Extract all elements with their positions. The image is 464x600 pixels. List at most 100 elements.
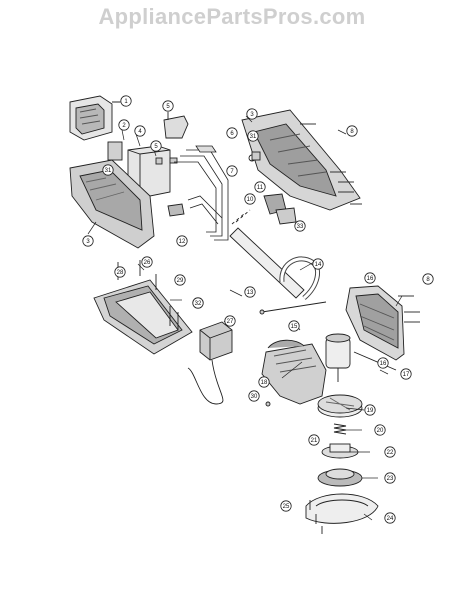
screws-part-25[interactable] — [309, 500, 323, 534]
callout-c10: 10 — [244, 193, 256, 205]
callout-c7: 7 — [226, 165, 238, 177]
callout-number: 26 — [144, 260, 151, 266]
callout-c3: 3 — [82, 235, 94, 247]
callout-number: 16 — [380, 361, 387, 367]
callout-c33: 33 — [294, 220, 306, 232]
callout-circle — [258, 376, 270, 388]
callout-circle — [162, 100, 174, 112]
wire-harness-part[interactable] — [174, 145, 229, 241]
callout-circle — [288, 320, 300, 332]
callout-circle — [176, 235, 188, 247]
callout-number: 4 — [138, 129, 142, 135]
callout-number: 5 — [154, 144, 158, 150]
callout-circle — [312, 258, 324, 270]
shaft-part-17[interactable] — [353, 351, 397, 371]
callout-number: 22 — [387, 450, 394, 456]
callout-number: 29 — [177, 278, 184, 284]
callout-number: 16 — [367, 276, 374, 282]
callout-c22: 22 — [384, 446, 396, 458]
callout-circle — [82, 235, 94, 247]
callout-number: 7 — [230, 169, 234, 175]
callout-number: 28 — [117, 270, 124, 276]
callout-number: 32 — [195, 301, 202, 307]
callout-c21: 21 — [308, 434, 320, 446]
charger-base-part[interactable] — [93, 279, 193, 355]
lower-housing-part[interactable] — [261, 339, 327, 405]
callout-circle — [364, 272, 376, 284]
small-part-6[interactable] — [155, 157, 163, 165]
callout-circle — [254, 181, 266, 193]
callout-c3b: 3 — [246, 108, 258, 120]
callout-circle — [244, 286, 256, 298]
bolt-part[interactable] — [259, 301, 327, 315]
callout-c4: 4 — [134, 125, 146, 137]
callout-c8b: 8 — [422, 273, 434, 285]
battery-housing-part[interactable] — [69, 159, 155, 249]
callout-c30b: 30 — [248, 390, 260, 402]
callout-c16b: 16 — [377, 357, 389, 369]
callout-circle — [294, 220, 306, 232]
callout-number: 25 — [283, 504, 290, 510]
callout-circle — [120, 95, 132, 107]
callout-c6: 6 — [226, 127, 238, 139]
callout-number: 14 — [315, 262, 322, 268]
spool-cap-part[interactable] — [317, 394, 363, 418]
callout-c24: 24 — [384, 512, 396, 524]
callout-number: 8 — [426, 277, 430, 283]
label-decal-part[interactable] — [107, 141, 123, 161]
callout-c15: 15 — [288, 320, 300, 332]
callout-circle — [248, 390, 260, 402]
callout-c31b: 31 — [102, 164, 114, 176]
callout-number: 31 — [250, 134, 257, 140]
callout-c31: 31 — [247, 130, 259, 142]
callout-number: 30 — [251, 394, 258, 400]
motor-housing-half-part[interactable] — [241, 109, 361, 211]
callout-number: 13 — [247, 290, 254, 296]
transformer-part[interactable] — [199, 321, 233, 361]
callout-circle — [134, 125, 146, 137]
callout-number: 12 — [179, 239, 186, 245]
callout-c18: 18 — [258, 376, 270, 388]
screw-part-loose[interactable] — [265, 401, 271, 407]
callout-c28: 28 — [114, 266, 126, 278]
callout-c26: 26 — [141, 256, 153, 268]
power-cord-part[interactable] — [187, 359, 224, 405]
battery-charger-part[interactable] — [69, 95, 120, 141]
callout-number: 33 — [297, 224, 304, 230]
lock-plate-part[interactable] — [251, 151, 297, 225]
motor-part[interactable] — [325, 333, 351, 382]
callout-circle — [377, 357, 389, 369]
spring-part[interactable] — [333, 423, 347, 435]
screws-part-8[interactable] — [300, 123, 362, 205]
callout-c5b: 5 — [150, 140, 162, 152]
auxiliary-handle-part[interactable] — [279, 256, 321, 300]
callout-number: 19 — [367, 408, 374, 414]
callout-circle — [384, 472, 396, 484]
callout-c20: 20 — [374, 424, 386, 436]
callout-circle — [102, 164, 114, 176]
callout-circle — [384, 446, 396, 458]
switch-part[interactable] — [167, 203, 185, 217]
callout-number: 21 — [311, 438, 318, 444]
callout-circle — [150, 140, 162, 152]
callout-c12: 12 — [176, 235, 188, 247]
callout-circle — [374, 424, 386, 436]
callout-c16: 16 — [364, 272, 376, 284]
switch-bracket-part[interactable] — [163, 112, 189, 139]
callout-number: 18 — [261, 380, 268, 386]
spool-part[interactable] — [321, 443, 359, 459]
callout-number: 1 — [124, 99, 128, 105]
callout-number: 20 — [377, 428, 384, 434]
grass-guard-part[interactable] — [305, 493, 379, 524]
callout-circle — [247, 130, 259, 142]
callout-circle — [118, 119, 130, 131]
callout-circle — [244, 193, 256, 205]
callout-circle — [141, 256, 153, 268]
shaft-tube-part[interactable] — [229, 209, 305, 299]
screws-part-8b[interactable] — [398, 295, 420, 323]
motor-shroud-part[interactable] — [345, 285, 405, 361]
callout-number: 17 — [403, 372, 410, 378]
callout-c13: 13 — [244, 286, 256, 298]
small-part-6b[interactable] — [169, 157, 178, 164]
hub-part[interactable] — [317, 468, 363, 487]
